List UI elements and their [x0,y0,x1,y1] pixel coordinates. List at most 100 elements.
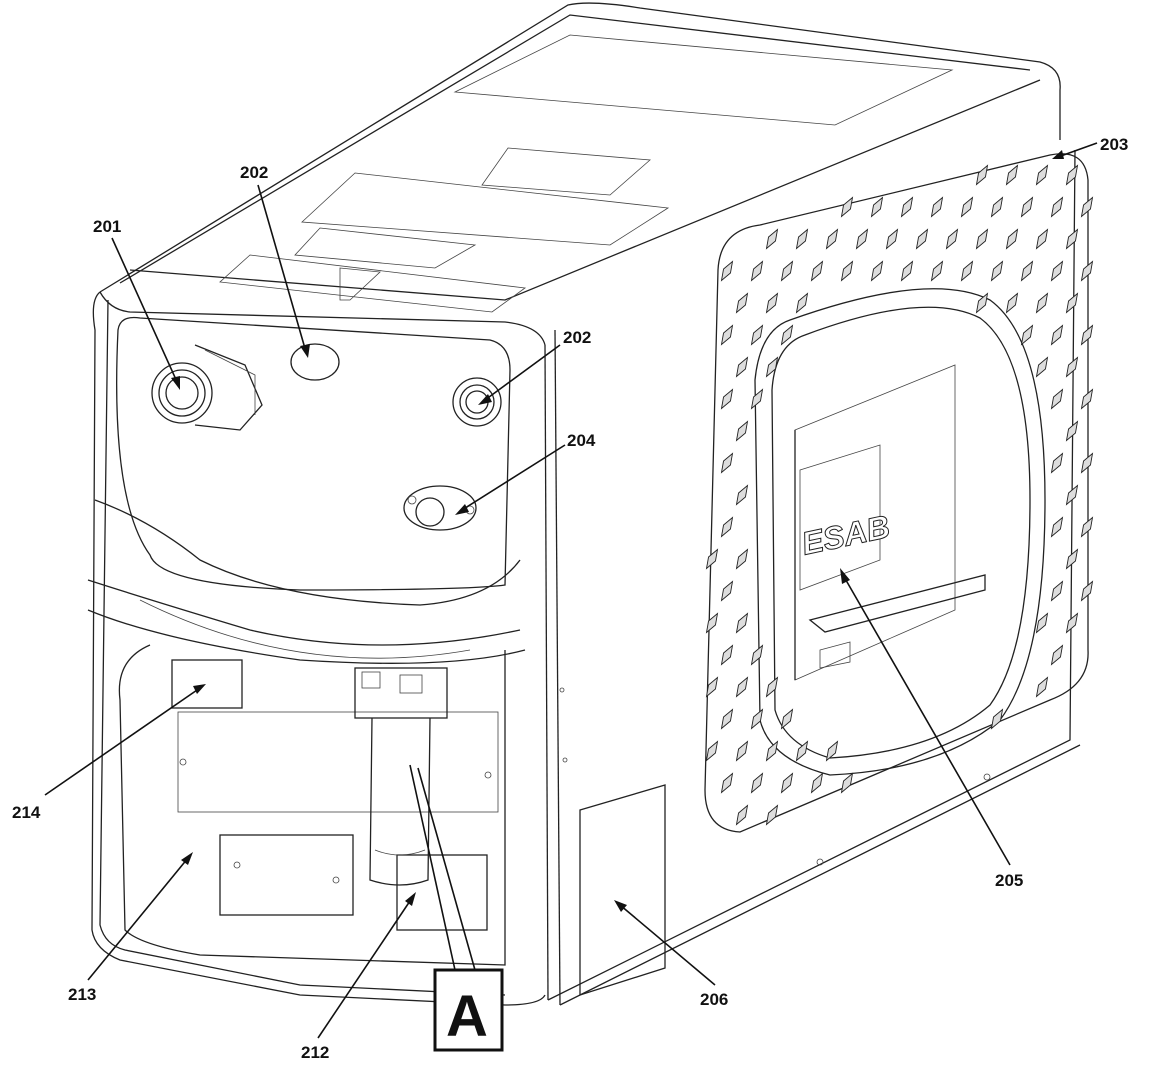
callout-213: 213 [68,985,96,1004]
treadplate-diamond [780,260,794,282]
treadplate-diamond [990,196,1004,218]
inner-bay-205: ESAB [794,364,986,681]
treadplate-diamond [1050,196,1064,218]
treadplate-diamond [960,260,974,282]
treadplate-diamond [1050,580,1064,602]
esab-logo: ESAB [798,508,892,562]
treadplate-diamond [1035,612,1049,634]
detail-marker-a: A [433,968,504,1052]
treadplate-diamond [900,196,914,218]
treadplate-diamond [780,324,794,346]
treadplate-diamond [705,612,719,634]
lower-front-bay [118,644,506,966]
leader-lines [44,142,1098,1039]
treadplate-diamond [765,740,779,762]
treadplate-diamond [885,228,899,250]
callout-206: 206 [700,990,728,1009]
treadplate-diamond [720,452,734,474]
treadplate-diamond [795,228,809,250]
treadplate-diamond [1080,580,1094,602]
treadplate-diamond [1035,356,1049,378]
treadplate-diamond [705,676,719,698]
treadplate-diamond [735,612,749,634]
treadplate-diamond [840,772,854,794]
treadplate-diamond [1005,164,1019,186]
switch-204 [403,485,477,531]
treadplate-diamond [1080,516,1094,538]
treadplate-diamond [720,644,734,666]
treadplate-diamond [1065,228,1079,250]
treadplate-diamond [1020,196,1034,218]
treadplate-diamond [1020,324,1034,346]
screw [983,773,991,781]
treadplate-diamond [765,676,779,698]
treadplate-diamond [720,708,734,730]
treadplate-diamond [870,260,884,282]
treadplate-diamond [780,708,794,730]
cabinet-body [91,2,1081,1006]
treadplate-diamond [975,228,989,250]
treadplate-diamond [1065,484,1079,506]
treadplate-diamond [735,484,749,506]
treadplate-diamond [975,292,989,314]
treadplate-diamond [990,708,1004,730]
treadplate-diamond [735,676,749,698]
treadplate-diamond [735,804,749,826]
treadplate-diamond [1065,164,1079,186]
treadplate-diamond [1050,644,1064,666]
treadplate-diamond [720,580,734,602]
treadplate-diamond [1080,388,1094,410]
treadplate-diamond [705,740,719,762]
callout-212: 212 [301,1043,329,1062]
treadplate-diamond [960,196,974,218]
callout-201: 201 [93,217,121,236]
treadplate-diamond [840,260,854,282]
treadplate-diamond [825,740,839,762]
label-plate-206 [579,784,666,996]
treadplate-diamond [810,772,824,794]
screw [562,757,568,763]
treadplate-diamond [765,356,779,378]
callout-205: 205 [995,871,1023,890]
treadplate-diamond [840,196,854,218]
treadplate-diamond [1050,388,1064,410]
treadplate-diamond [1050,324,1064,346]
treadplate-diamond [975,164,989,186]
treadplate-diamond [1065,548,1079,570]
treadplate-diamond [750,644,764,666]
treadplate-diamond [945,228,959,250]
treadplate-diamond [1035,228,1049,250]
treadplate-diamond [1065,612,1079,634]
screw [559,687,565,693]
callout-202-right: 202 [563,328,591,347]
treadplate-diamond [735,740,749,762]
treadplate-diamond [1035,292,1049,314]
treadplate-diamond [915,228,929,250]
treadplate-diamond [720,260,734,282]
treadplate-diamond [780,772,794,794]
upper-front-panel [87,316,526,664]
treadplate-diamond [765,804,779,826]
treadplate-diamond [930,260,944,282]
treadplate-diamond [1005,228,1019,250]
cable-gland-201 [151,344,263,431]
treadplate-diamond [1065,356,1079,378]
treadplate-diamond [1065,420,1079,442]
treadplate-pattern [705,164,1094,826]
treadplate-diamond [795,292,809,314]
treadplate-diamond [750,388,764,410]
treadplate-diamond [1080,324,1094,346]
callout-203: 203 [1100,135,1128,154]
treadplate-diamond [720,516,734,538]
treadplate-diamond [750,708,764,730]
callout-214: 214 [12,803,41,822]
treadplate-diamond [855,228,869,250]
treadplate-diamond [795,740,809,762]
connector-202 [452,377,502,427]
treadplate-diamond [765,228,779,250]
side-door-203 [704,153,1094,833]
treadplate-diamond [735,548,749,570]
treadplate-diamond [1050,260,1064,282]
treadplate-diamond [1080,260,1094,282]
